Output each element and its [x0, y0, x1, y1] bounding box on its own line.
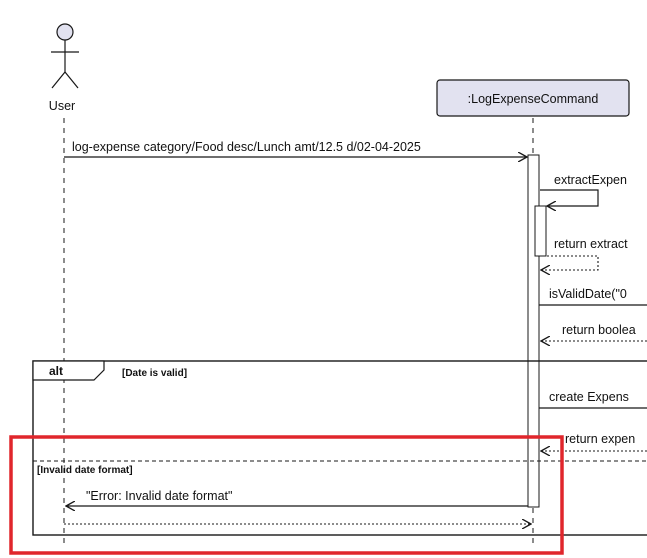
message-is-valid-date-label: isValidDate("0 [549, 287, 627, 301]
alt-operator-tab [32, 360, 105, 381]
message-create-expense-label: create Expens [549, 390, 629, 404]
message-return-expense-label: return expen [565, 432, 635, 446]
message-return-extract-arrow [541, 255, 599, 270]
user-actor-label: User [49, 99, 75, 113]
participant-box [436, 79, 630, 117]
message-extract-label: extractExpen [554, 173, 627, 187]
alt-fragment: alt [Date is valid] [Invalid date format… [32, 360, 647, 536]
message-return-extract-label: return extract [554, 237, 628, 251]
alt-operator-label: alt [49, 364, 63, 378]
command-activation-bar [527, 154, 540, 508]
alt-guard-invalid: [Invalid date format] [37, 465, 133, 476]
message-log-expense-label: log-expense category/Food desc/Lunch amt… [72, 140, 421, 154]
highlight-box [9, 435, 564, 555]
message-error-label: "Error: Invalid date format" [86, 489, 232, 503]
message-return-boolean-label: return boolea [562, 323, 636, 337]
alt-fragment-frame [32, 360, 647, 536]
message-extract-arrow [540, 189, 599, 206]
nested-activation-bar [534, 205, 547, 257]
actor-head-icon [56, 23, 74, 41]
participant-label: :LogExpenseCommand [468, 92, 599, 106]
participant-log-expense-command: :LogExpenseCommand [436, 79, 630, 117]
user-actor: User [49, 23, 79, 113]
alt-guard-valid: [Date is valid] [122, 368, 187, 379]
